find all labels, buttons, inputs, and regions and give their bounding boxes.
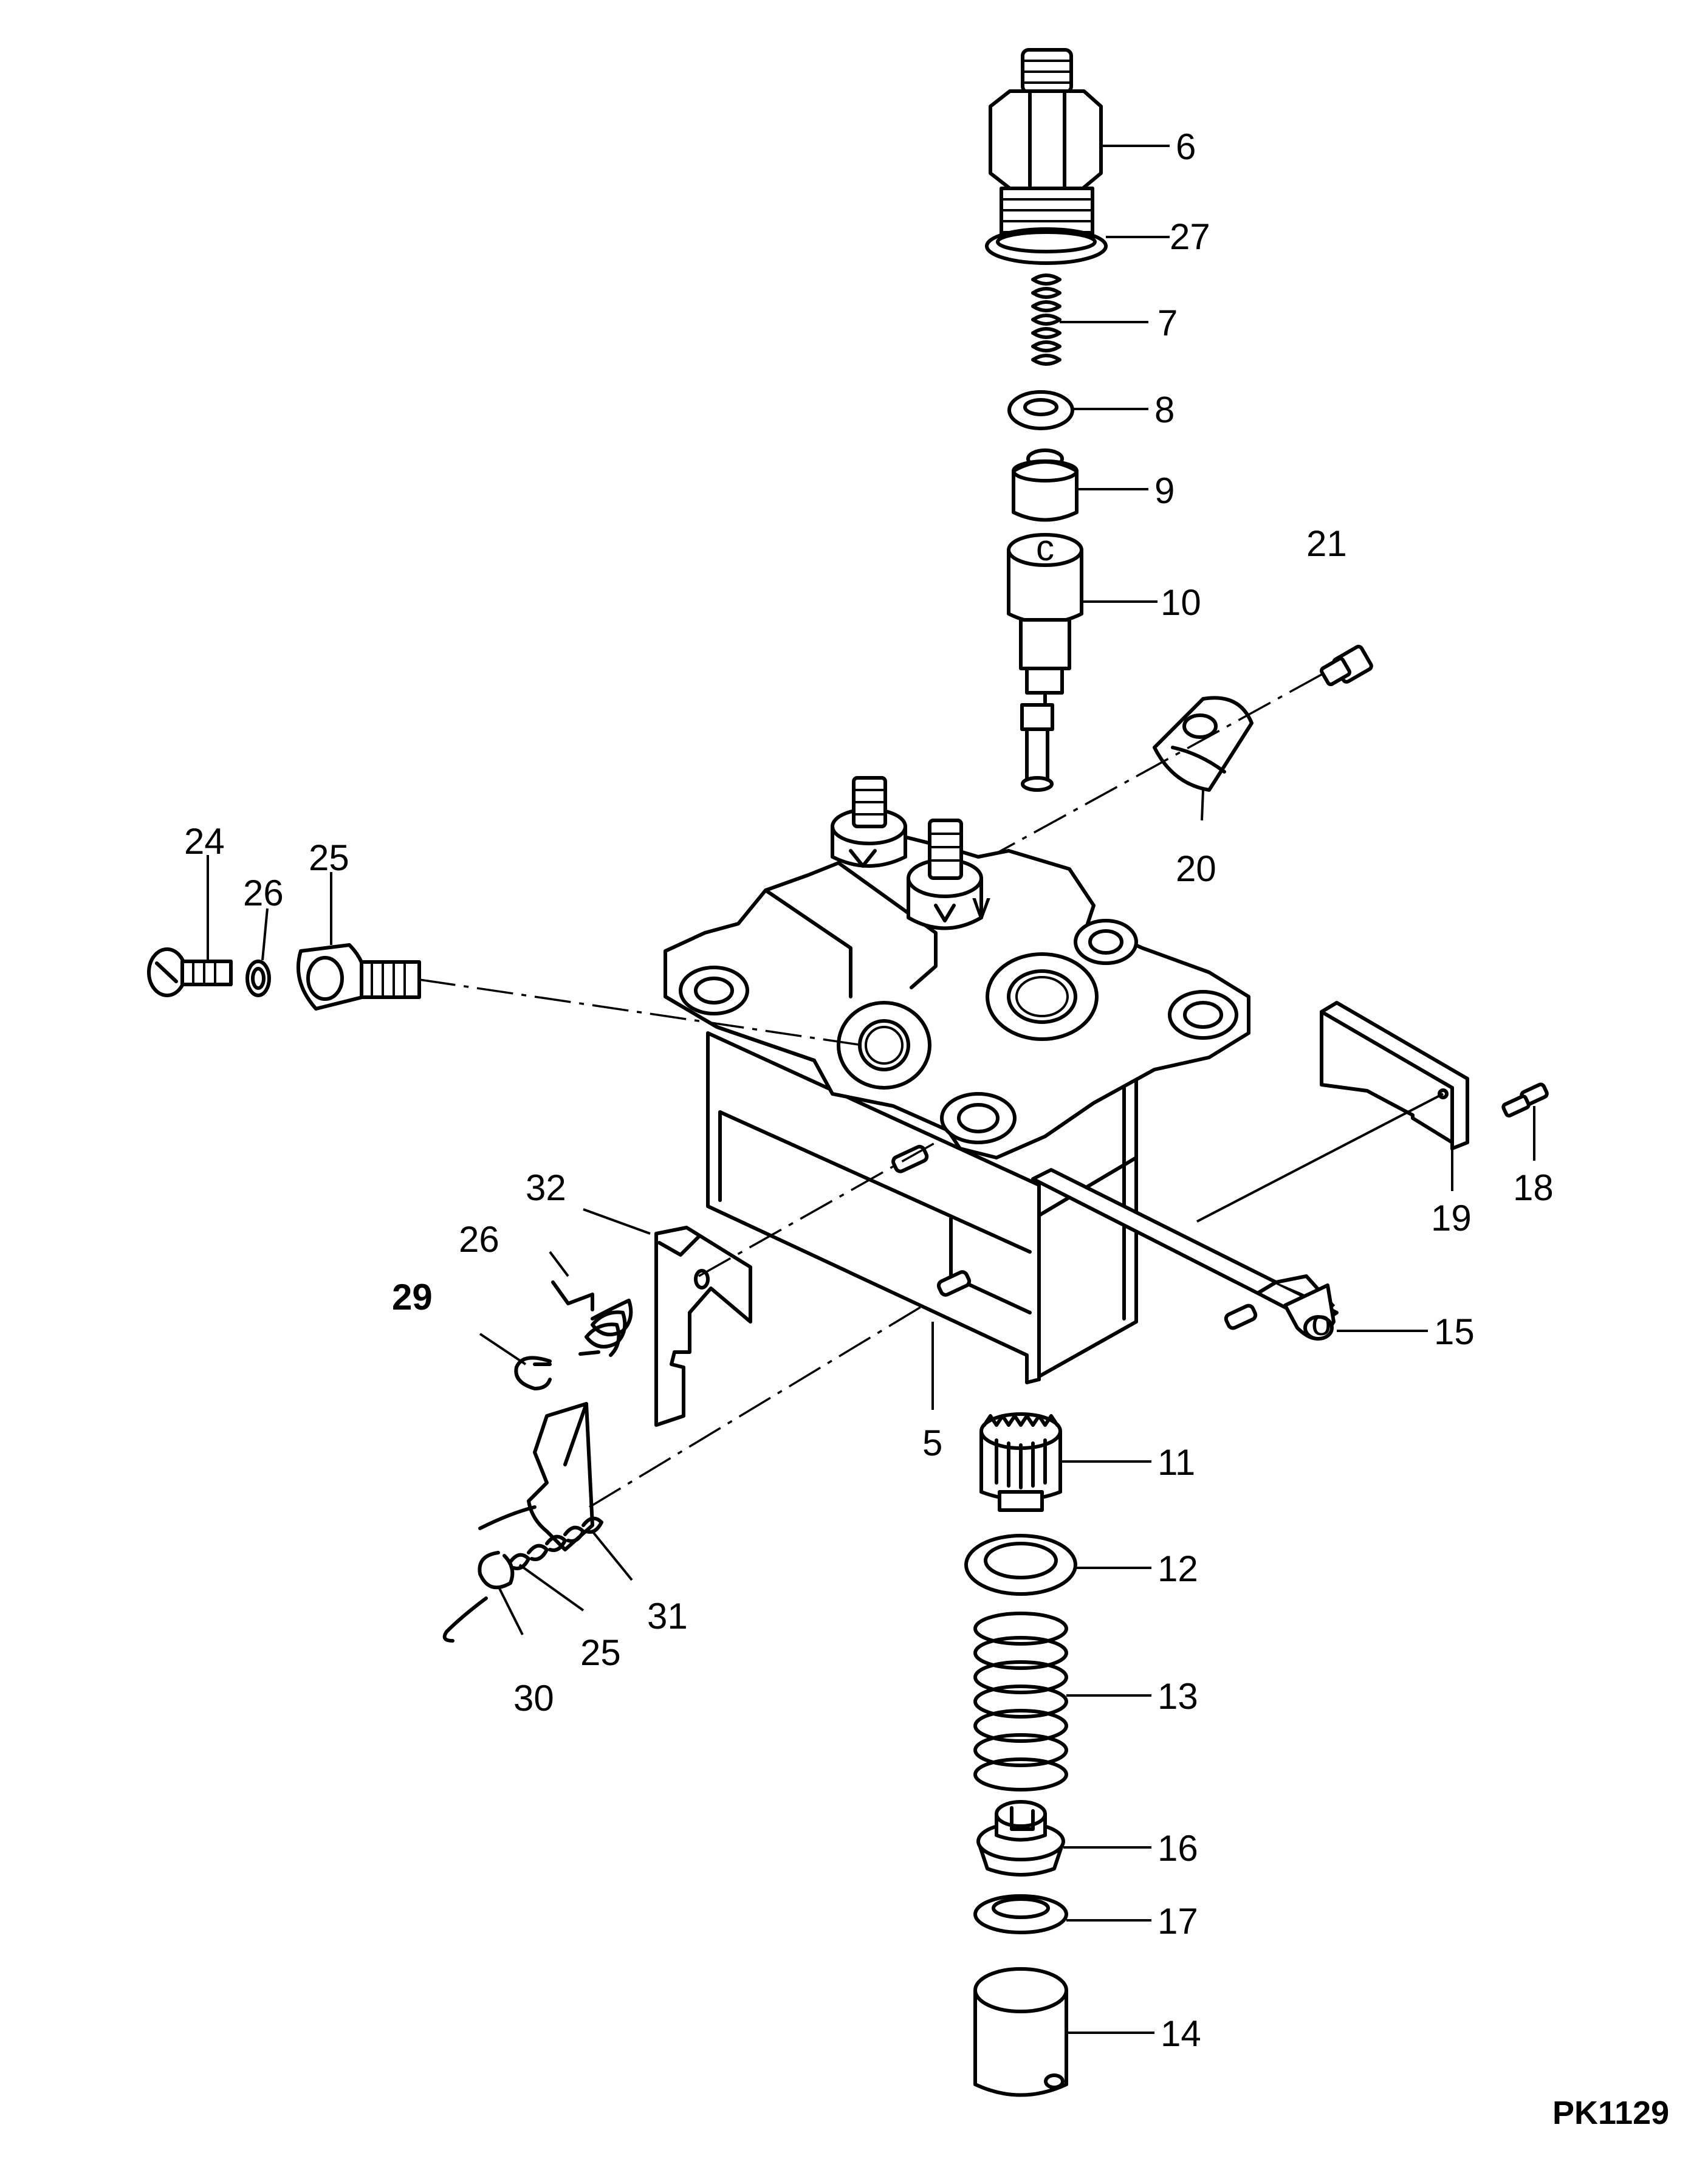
svg-text:o: o bbox=[1311, 1302, 1331, 1343]
part-17-shim bbox=[973, 1894, 1068, 1934]
callout-13: 13 bbox=[1158, 1676, 1198, 1717]
callout-18: 18 bbox=[1513, 1167, 1554, 1208]
callout-25-lower: 25 bbox=[580, 1632, 621, 1673]
callout-26-lower: 26 bbox=[459, 1219, 499, 1260]
part-5-pump-body: v bbox=[664, 776, 1250, 1384]
callout-32: 32 bbox=[526, 1167, 566, 1208]
part-18-screw bbox=[1501, 1082, 1549, 1118]
part-24-bolt bbox=[147, 947, 233, 997]
part-29-clip bbox=[514, 1356, 552, 1390]
part-8-gasket bbox=[1007, 390, 1074, 430]
drawing-reference: PK1129 bbox=[1552, 2095, 1669, 2131]
callout-25-upper: 25 bbox=[309, 837, 349, 878]
svg-text:v: v bbox=[972, 885, 990, 926]
callout-31: 31 bbox=[647, 1596, 688, 1637]
callout-26-upper: 26 bbox=[243, 873, 284, 913]
part-26-washer bbox=[245, 960, 271, 997]
part-31-lever bbox=[478, 1402, 594, 1551]
part-27-washer bbox=[985, 227, 1108, 265]
svg-text:c: c bbox=[1036, 527, 1054, 568]
part-15-control-rod: o bbox=[1031, 1168, 1339, 1343]
part-26-torsion-spring bbox=[551, 1280, 633, 1357]
callout-20: 20 bbox=[1176, 848, 1216, 889]
callout-17: 17 bbox=[1158, 1901, 1198, 1942]
callout-7: 7 bbox=[1158, 303, 1178, 343]
callout-5: 5 bbox=[922, 1423, 942, 1463]
part-25-banjo-union bbox=[296, 943, 421, 1011]
callout-21: 21 bbox=[1306, 523, 1347, 564]
part-30-clip bbox=[442, 1551, 515, 1643]
callout-12: 12 bbox=[1158, 1548, 1198, 1589]
callout-29: 29 bbox=[392, 1277, 433, 1317]
callout-8: 8 bbox=[1154, 390, 1175, 430]
part-10-plunger: c bbox=[1007, 527, 1083, 792]
part-14-tappet bbox=[973, 1967, 1068, 2097]
part-13-plunger-spring bbox=[973, 1612, 1068, 1791]
part-12-collar bbox=[964, 1534, 1077, 1596]
callout-10: 10 bbox=[1161, 582, 1201, 623]
callout-19: 19 bbox=[1431, 1198, 1472, 1238]
part-19-plate bbox=[1320, 1001, 1469, 1150]
callout-30: 30 bbox=[513, 1678, 554, 1719]
part-32-bracket bbox=[654, 1226, 752, 1427]
part-6-delivery-valve-holder bbox=[989, 48, 1103, 242]
callout-24: 24 bbox=[184, 821, 225, 862]
part-16-spring-seat bbox=[976, 1800, 1065, 1877]
callout-14: 14 bbox=[1161, 2013, 1201, 2054]
part-25-spring bbox=[509, 1516, 603, 1570]
part-21-screw bbox=[1320, 645, 1373, 687]
callout-6: 6 bbox=[1176, 126, 1196, 167]
callout-27: 27 bbox=[1170, 216, 1210, 257]
part-7-spring bbox=[1031, 273, 1061, 366]
part-11-pinion bbox=[979, 1412, 1062, 1512]
callout-11: 11 bbox=[1158, 1442, 1195, 1483]
callout-15: 15 bbox=[1434, 1311, 1475, 1352]
part-20-cam-plate bbox=[1153, 696, 1254, 792]
callout-16: 16 bbox=[1158, 1828, 1198, 1869]
callout-9: 9 bbox=[1154, 470, 1175, 511]
part-9-delivery-valve bbox=[1012, 448, 1079, 522]
